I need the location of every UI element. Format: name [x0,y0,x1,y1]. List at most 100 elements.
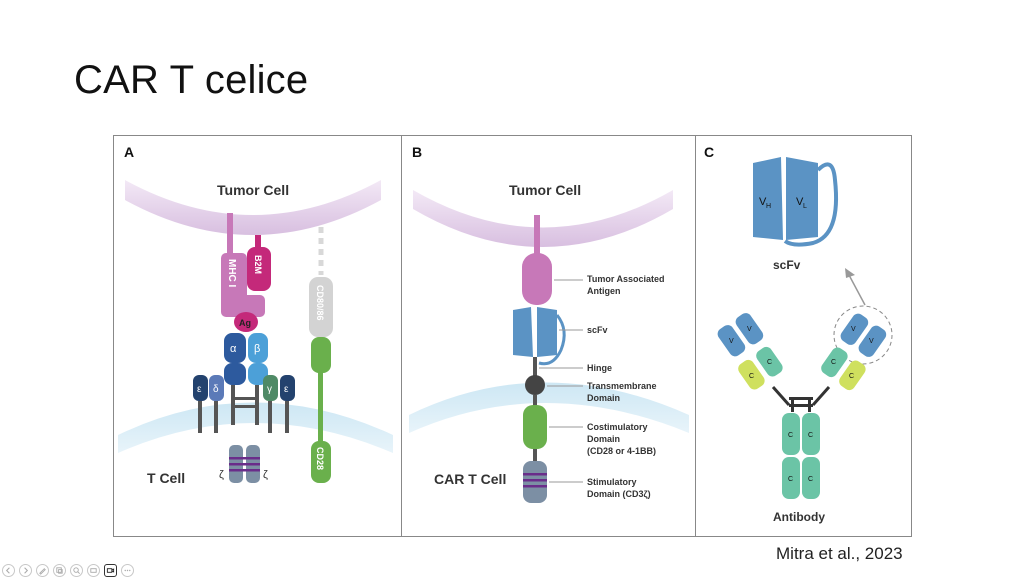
st-label-2: Domain (CD3ζ) [587,489,651,499]
vl-big-l: L [803,203,807,210]
co-label-1: Costimulatory [587,422,648,432]
tm-label-1: Transmembrane [587,381,657,391]
scfv-large-linker [783,162,838,247]
cd28-upper [311,337,331,373]
scfv-label-c: scFv [773,258,801,272]
car-t-membrane-b [409,382,689,433]
ch-left-c: C [767,359,772,366]
epsilon-right-label: ε [284,384,289,395]
ch-right-c: C [831,359,836,366]
cd28-stalk [318,367,323,447]
antibody-right-arm: V V C C [821,313,887,391]
cd3-gamma [263,375,278,401]
b2m-stalk [255,235,261,255]
car-scfv [513,307,557,357]
next-icon[interactable] [19,563,32,577]
car-link-2 [533,449,537,461]
cd3-delta [209,375,224,401]
tumor-cell-label-a: Tumor Cell [217,182,289,198]
cd3-delta-stalk [214,401,218,433]
cd28 [311,441,331,483]
cl-right-c: C [849,373,854,380]
zoom-icon[interactable] [70,563,83,577]
delta-label: δ [213,384,219,395]
antigen-ag [234,312,258,332]
scfv-arrow [848,274,866,306]
antibody-left-arm: V V C C [717,313,783,390]
vh-big-v: V [759,196,767,208]
car-t-figure: A Tumor Cell T Cell MHC I B2M Ag α β [113,135,912,537]
cd3-epsilon-left [193,375,208,401]
taa-stalk [534,215,540,255]
panel-a: A Tumor Cell T Cell MHC I B2M Ag α β [118,144,393,486]
antibody-hinge [771,386,831,412]
car-hinge [533,357,537,383]
fc-c1: C [788,432,793,439]
cd3-gamma-stalk [268,401,272,433]
costimulatory-domain [523,405,547,449]
tcr-bridge-2 [231,405,259,408]
vh-left-v: V [747,326,752,333]
pen-icon[interactable] [36,563,49,577]
tcr-beta [248,333,268,363]
mhc-stalk [227,213,233,263]
copy-icon[interactable] [53,563,66,577]
fc-c2: C [808,432,813,439]
vh-right-v: V [851,326,856,333]
panel-a-letter: A [124,144,134,160]
car-t-cell-label: CAR T Cell [434,471,506,487]
camera-icon[interactable] [104,563,117,577]
more-icon[interactable] [121,563,134,577]
tcr-alpha-c [224,363,246,385]
vl-left-v: V [729,338,734,345]
hinge-label: Hinge [587,363,612,373]
slide-title: CAR T celice [74,58,309,102]
mhc-body [221,295,265,317]
tumor-membrane-b [413,190,673,247]
b2m-label: B2M [253,255,263,274]
itam-2 [229,463,260,466]
scfv-arrowhead [845,268,855,278]
cd3z-itam-1 [523,473,547,476]
screen-icon[interactable] [87,563,100,577]
zeta-left-label: ζ [219,469,224,481]
zeta-right-label: ζ [263,469,268,481]
scfv-label-b: scFv [587,325,608,335]
b2m [247,247,271,291]
mhc-label: MHC I [226,259,237,288]
fc-c3: C [788,476,793,483]
citation: Mitra et al., 2023 [776,544,903,563]
gamma-label: γ [267,384,272,395]
prev-icon[interactable] [2,563,15,577]
panel-c-letter: C [704,144,714,160]
alpha-label: α [230,343,237,355]
fab-highlight-circle [833,305,893,365]
tumor-membrane-a [125,180,381,235]
vl-big-v: V [796,196,804,208]
st-label-1: Stimulatory [587,477,637,487]
taa-label-2: Antigen [587,286,621,296]
stimulatory-domain [523,461,547,503]
cd8086-label: CD80/86 [315,285,325,321]
slideshow-toolbar [2,563,134,577]
cl-left-c: C [749,373,754,380]
cd3z-itam-2 [523,479,547,482]
t-cell-label-a: T Cell [147,470,185,486]
itam-3 [229,469,260,472]
antibody-fc: C C C C [782,413,820,499]
vh-big-h: H [766,203,771,210]
car-link-1 [533,395,537,407]
ag-label: Ag [239,318,251,328]
cd8086 [309,277,333,337]
fc-c4: C [808,476,813,483]
t-cell-membrane-a [118,402,393,453]
taa-label-1: Tumor Associated [587,274,665,284]
tcr-bridge [231,397,259,400]
co-label-2: Domain [587,434,620,444]
scfv-large [753,157,818,240]
co-label-3: (CD28 or 4-1BB) [587,446,656,456]
panel-b: B Tumor Cell CAR T Cell Tumor Associated… [409,144,689,503]
cd28-label: CD28 [315,447,325,470]
vl-right-v: V [869,338,874,345]
tumor-cell-label-b: Tumor Cell [509,182,581,198]
